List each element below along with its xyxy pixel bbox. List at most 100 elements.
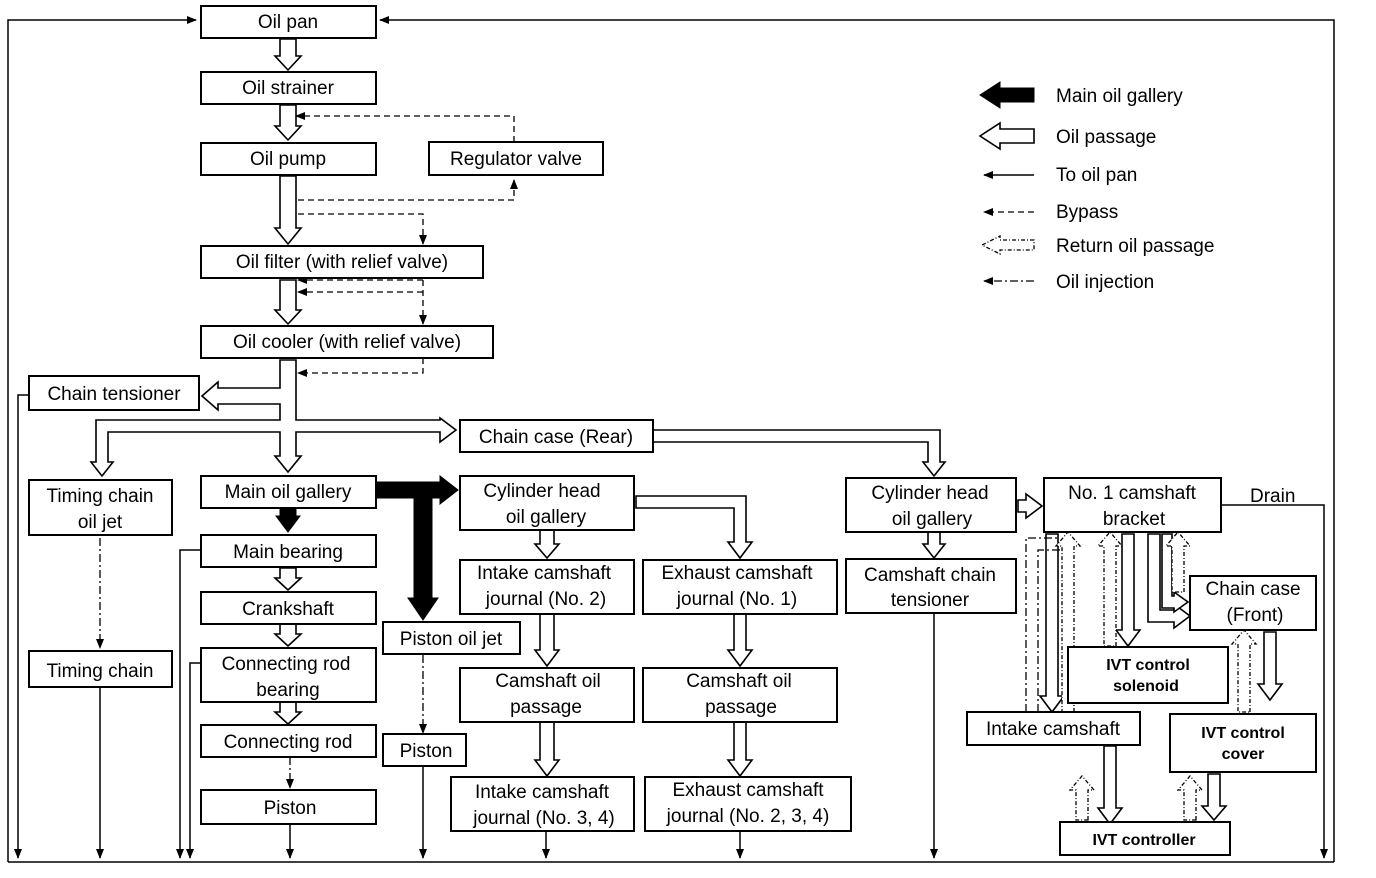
node-intake-camshaft: Intake camshaft bbox=[966, 711, 1141, 746]
svg-text:Camshaft chain: Camshaft chain bbox=[864, 565, 996, 586]
svg-text:Crankshaft: Crankshaft bbox=[242, 599, 335, 620]
node-chain-case-front: Chain case (Front) bbox=[1189, 575, 1317, 631]
svg-text:Main oil gallery: Main oil gallery bbox=[225, 482, 352, 503]
svg-text:Chain case (Rear): Chain case (Rear) bbox=[479, 427, 633, 448]
svg-text:Oil strainer: Oil strainer bbox=[242, 78, 335, 99]
svg-text:bracket: bracket bbox=[1103, 509, 1166, 530]
svg-text:Camshaft oil: Camshaft oil bbox=[495, 671, 601, 692]
node-oil-filter: Oil filter (with relief valve) bbox=[200, 245, 484, 279]
svg-text:IVT control: IVT control bbox=[1106, 657, 1190, 674]
svg-text:Chain tensioner: Chain tensioner bbox=[47, 384, 181, 405]
node-main-bearing: Main bearing bbox=[200, 534, 377, 568]
svg-text:Drain: Drain bbox=[1250, 486, 1295, 507]
svg-text:Piston: Piston bbox=[264, 798, 317, 819]
svg-text:bearing: bearing bbox=[256, 680, 319, 701]
svg-text:Intake camshaft: Intake camshaft bbox=[986, 719, 1121, 740]
svg-text:journal (No. 2): journal (No. 2) bbox=[485, 589, 606, 610]
svg-text:Cylinder head: Cylinder head bbox=[871, 483, 988, 504]
node-cylinder-head-gallery-1: Cylinder head oil gallery bbox=[459, 475, 635, 531]
svg-text:Oil filter (with relief valve): Oil filter (with relief valve) bbox=[236, 252, 448, 273]
node-exhaust-camshaft-journal-1: Exhaust camshaft journal (No. 1) bbox=[642, 559, 838, 615]
return-passage-arrows bbox=[1025, 531, 1258, 821]
node-ivt-controller: IVT controller bbox=[1059, 821, 1231, 856]
bypass-lines bbox=[295, 112, 518, 377]
svg-text:passage: passage bbox=[705, 697, 777, 718]
node-oil-cooler: Oil cooler (with relief valve) bbox=[200, 325, 494, 359]
legend-main-oil-gallery-label: Main oil gallery bbox=[1056, 86, 1183, 107]
node-camshaft-chain-tensioner: Camshaft chain tensioner bbox=[845, 558, 1017, 614]
svg-text:journal (No. 1): journal (No. 1) bbox=[676, 589, 797, 610]
node-connecting-rod-bearing: Connecting rod bearing bbox=[200, 647, 377, 703]
legend-to-oil-pan-label: To oil pan bbox=[1056, 165, 1137, 186]
svg-text:IVT controller: IVT controller bbox=[1092, 832, 1195, 849]
svg-text:Chain case: Chain case bbox=[1205, 579, 1300, 600]
svg-text:(Front): (Front) bbox=[1227, 605, 1284, 626]
svg-text:Piston oil jet: Piston oil jet bbox=[400, 629, 503, 650]
node-piston-1: Piston bbox=[200, 789, 377, 825]
svg-text:Oil cooler (with relief valve): Oil cooler (with relief valve) bbox=[233, 332, 461, 353]
svg-text:oil gallery: oil gallery bbox=[506, 507, 587, 528]
node-oil-pan: Oil pan bbox=[200, 5, 377, 39]
svg-text:Oil pan: Oil pan bbox=[258, 12, 318, 33]
node-connecting-rod: Connecting rod bbox=[200, 724, 377, 758]
svg-text:passage: passage bbox=[510, 697, 582, 718]
svg-text:Camshaft oil: Camshaft oil bbox=[686, 671, 792, 692]
node-ivt-control-cover: IVT control cover bbox=[1169, 713, 1317, 773]
svg-text:Intake camshaft: Intake camshaft bbox=[475, 782, 610, 803]
node-intake-camshaft-journal-34: Intake camshaft journal (No. 3, 4) bbox=[450, 776, 635, 832]
svg-text:Piston: Piston bbox=[400, 741, 453, 762]
svg-text:IVT control: IVT control bbox=[1201, 725, 1285, 742]
svg-text:journal (No. 3, 4): journal (No. 3, 4) bbox=[472, 808, 615, 829]
main-gallery-arrows bbox=[275, 474, 459, 621]
svg-text:Timing chain: Timing chain bbox=[46, 486, 153, 507]
legend-hollow-arrow-symbol bbox=[978, 121, 1035, 151]
node-chain-case-rear: Chain case (Rear) bbox=[459, 419, 654, 453]
svg-text:solenoid: solenoid bbox=[1113, 678, 1179, 695]
node-timing-chain: Timing chain bbox=[28, 650, 173, 688]
node-main-oil-gallery: Main oil gallery bbox=[200, 475, 377, 509]
node-chain-tensioner: Chain tensioner bbox=[28, 375, 200, 411]
svg-text:cover: cover bbox=[1222, 746, 1265, 763]
node-crankshaft: Crankshaft bbox=[200, 591, 377, 625]
svg-text:No. 1 camshaft: No. 1 camshaft bbox=[1068, 483, 1196, 504]
return-frame-left bbox=[7, 16, 197, 862]
legend-return-oil-passage-label: Return oil passage bbox=[1056, 236, 1214, 257]
legend: Main oil gallery Oil passage To oil pan … bbox=[978, 81, 1214, 293]
svg-text:Regulator valve: Regulator valve bbox=[450, 149, 582, 170]
svg-text:Intake camshaft: Intake camshaft bbox=[477, 563, 612, 584]
svg-text:Exhaust camshaft: Exhaust camshaft bbox=[672, 780, 824, 801]
legend-dashed-hollow-arrow-symbol bbox=[980, 234, 1035, 256]
node-ivt-control-solenoid: IVT control solenoid bbox=[1067, 646, 1229, 704]
node-exhaust-camshaft-journal-234: Exhaust camshaft journal (No. 2, 3, 4) bbox=[644, 776, 852, 832]
svg-text:Timing chain: Timing chain bbox=[46, 661, 153, 682]
node-timing-chain-oil-jet: Timing chain oil jet bbox=[28, 479, 173, 536]
svg-text:journal (No. 2, 3, 4): journal (No. 2, 3, 4) bbox=[666, 806, 830, 827]
node-intake-camshaft-journal-2: Intake camshaft journal (No. 2) bbox=[459, 559, 635, 615]
node-piston-oil-jet: Piston oil jet bbox=[382, 621, 521, 655]
node-no1-camshaft-bracket: No. 1 camshaft bracket bbox=[1043, 477, 1222, 533]
legend-bypass-label: Bypass bbox=[1056, 202, 1118, 223]
svg-text:Exhaust camshaft: Exhaust camshaft bbox=[661, 563, 813, 584]
return-frame-right bbox=[379, 16, 1335, 862]
svg-text:Oil pump: Oil pump bbox=[250, 149, 326, 170]
oil-passage-arrows bbox=[89, 38, 1284, 826]
svg-text:oil jet: oil jet bbox=[78, 512, 123, 533]
svg-text:Connecting rod: Connecting rod bbox=[222, 654, 351, 675]
legend-oil-injection-label: Oil injection bbox=[1056, 272, 1154, 293]
svg-text:Cylinder head: Cylinder head bbox=[483, 481, 600, 502]
node-oil-strainer: Oil strainer bbox=[200, 71, 377, 105]
legend-solid-arrow-symbol bbox=[979, 81, 1035, 109]
node-camshaft-oil-passage-1: Camshaft oil passage bbox=[459, 667, 635, 723]
injection-lines bbox=[96, 538, 427, 789]
legend-oil-passage-label: Oil passage bbox=[1056, 127, 1156, 148]
svg-text:Connecting rod: Connecting rod bbox=[224, 732, 353, 753]
node-regulator-valve: Regulator valve bbox=[428, 141, 604, 176]
drain-label: Drain bbox=[1250, 486, 1295, 507]
node-oil-pump: Oil pump bbox=[200, 142, 377, 176]
node-camshaft-oil-passage-2: Camshaft oil passage bbox=[642, 667, 838, 723]
return-lines bbox=[7, 16, 1335, 863]
svg-text:tensioner: tensioner bbox=[891, 590, 970, 611]
node-piston-2: Piston bbox=[382, 733, 467, 767]
